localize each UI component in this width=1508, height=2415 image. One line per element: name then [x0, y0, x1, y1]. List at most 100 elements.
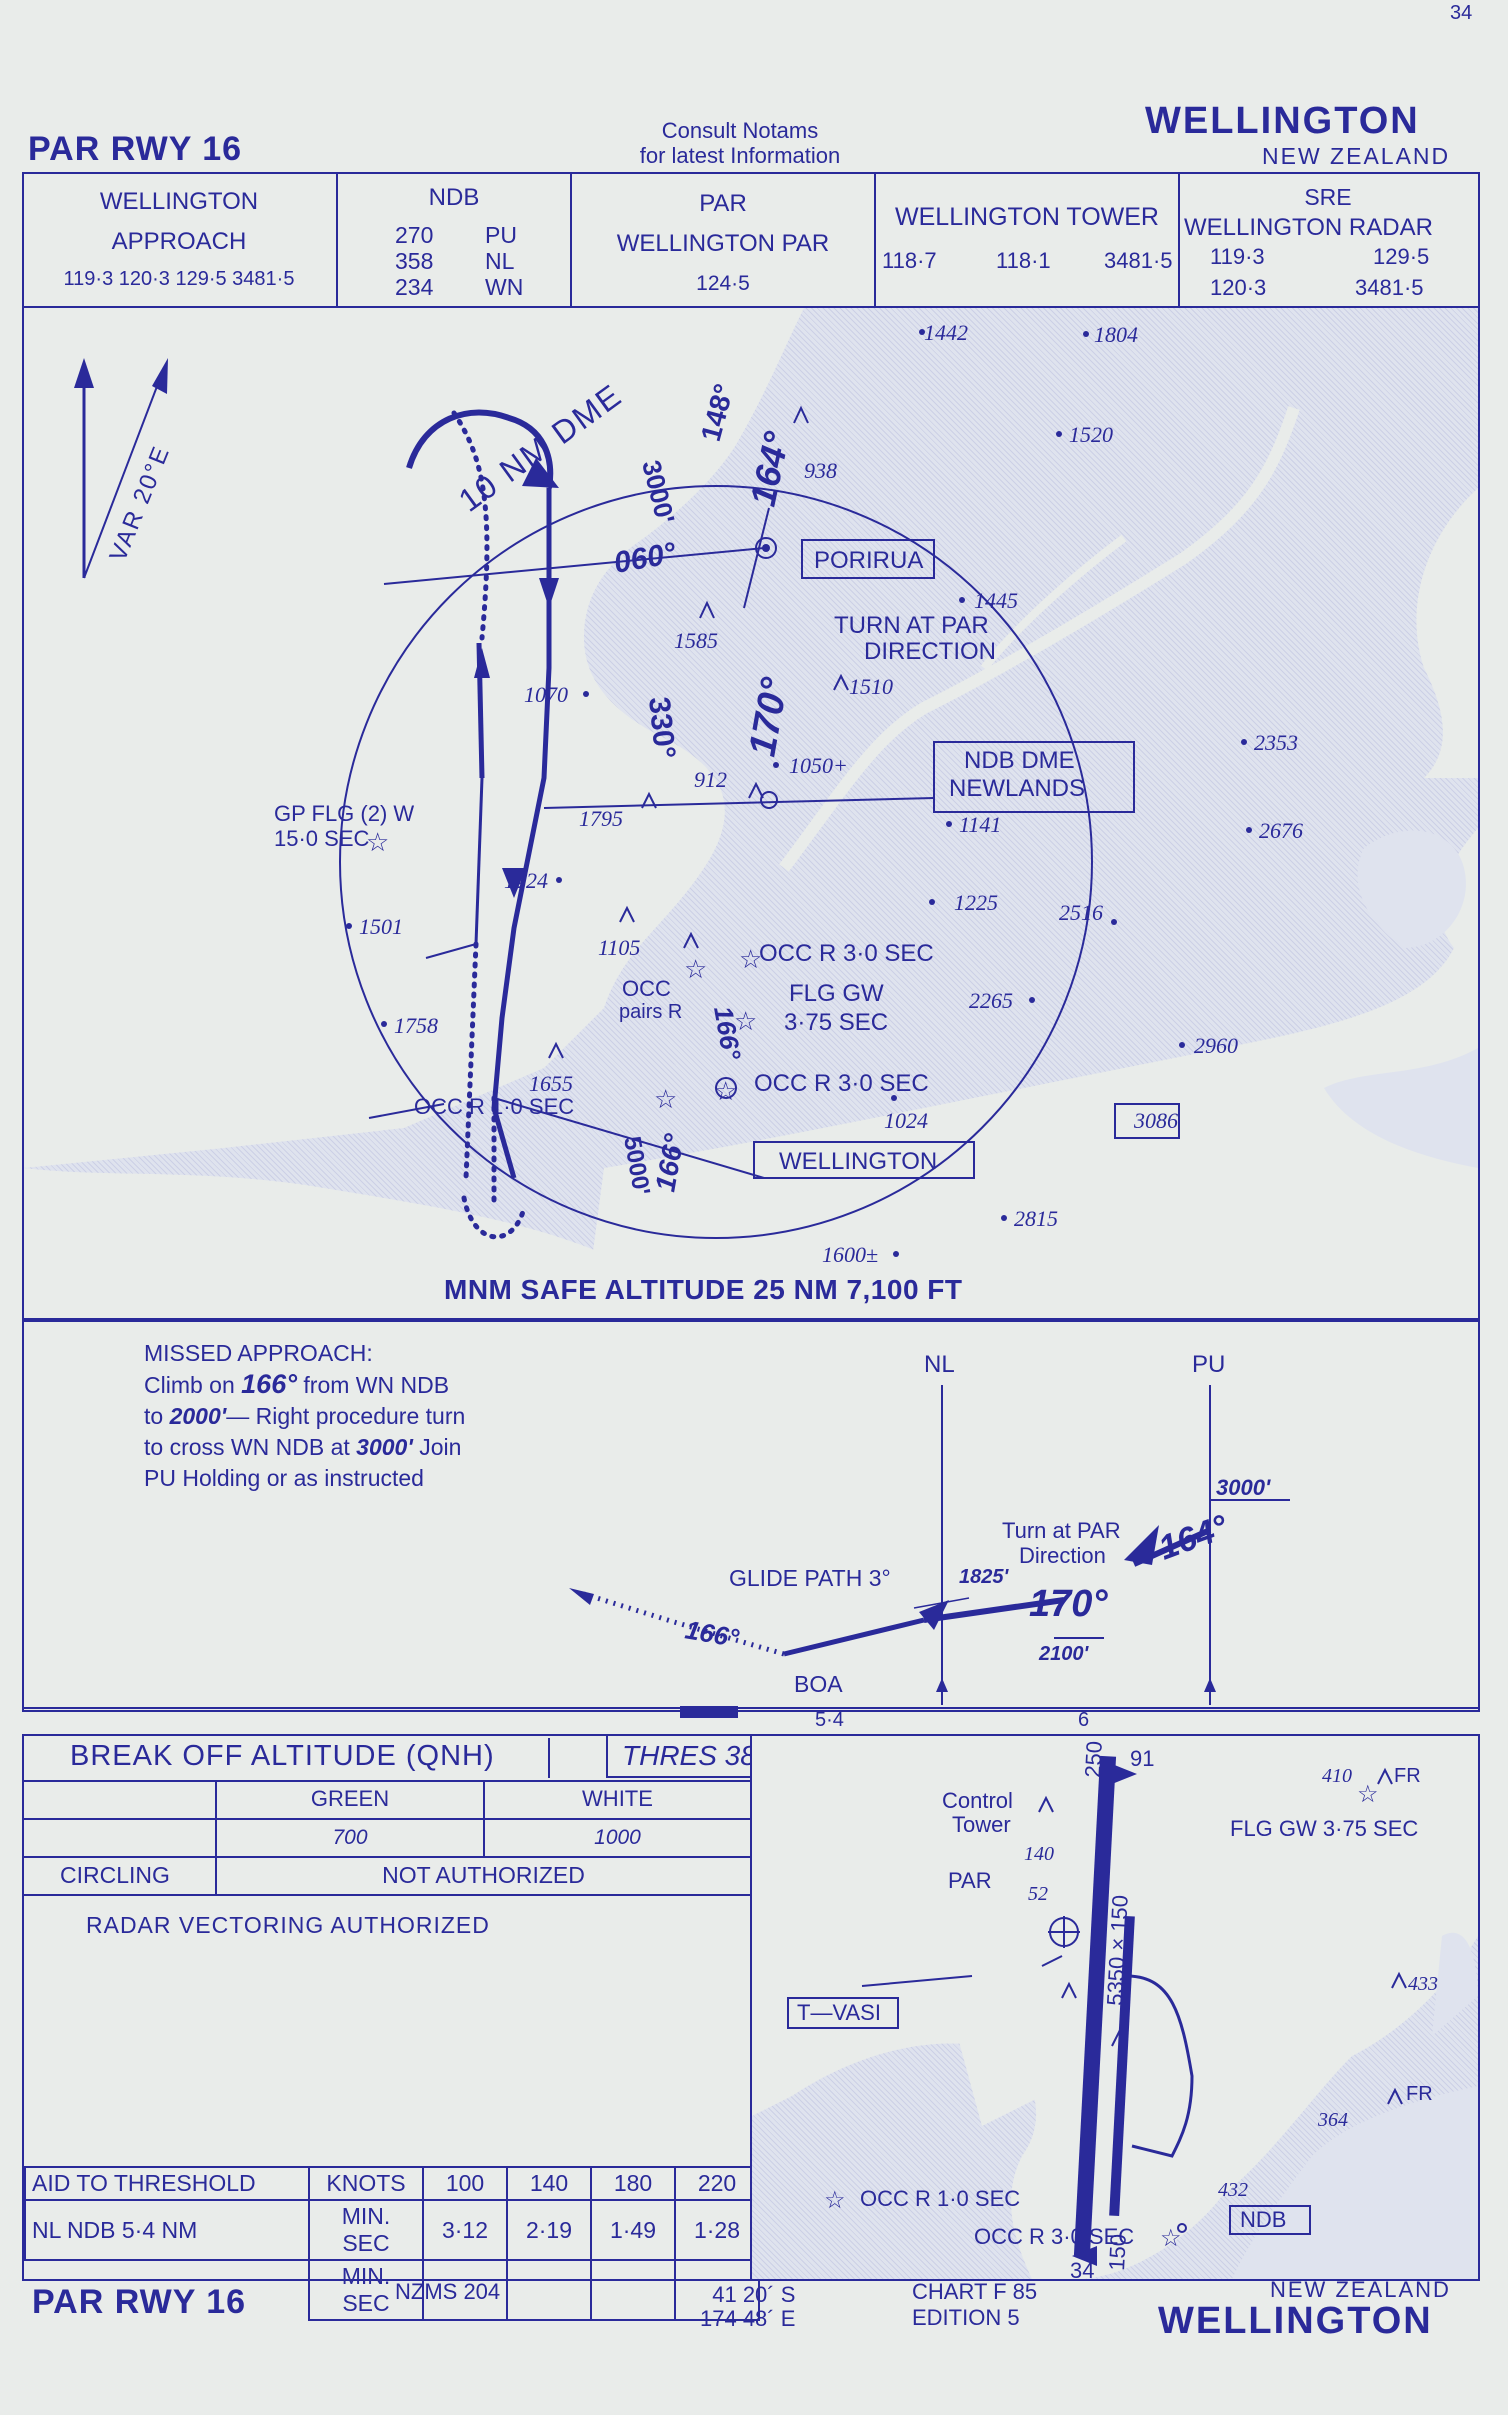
course-164: 164°	[742, 428, 798, 510]
profile-nl: NL	[924, 1351, 955, 1378]
flg-gw-2: 3·75 SEC	[784, 1009, 888, 1036]
water-sw	[24, 1168, 664, 1320]
table-cell	[25, 2259, 310, 2320]
flg-gw-1: FLG GW	[789, 980, 884, 1007]
occ-r3-a: OCC R 3·0 SEC	[759, 940, 934, 967]
approach-name-1: WELLINGTON	[99, 188, 259, 215]
profile-course-166: 166°	[683, 1614, 742, 1653]
table-cell: 1·49	[590, 2199, 676, 2261]
spot-height: 2516	[1059, 900, 1103, 925]
radar-vectoring: RADAR VECTORING AUTHORIZED	[86, 1912, 490, 1938]
table-cell: 3·12	[422, 2199, 508, 2261]
missed-approach-text: MISSED APPROACH: Climb on 166° from WN N…	[144, 1338, 465, 1494]
obst-433: 433	[1408, 1973, 1438, 1995]
gp-flg-line-2: 15·0 SEC	[274, 826, 369, 851]
missed-line: MISSED APPROACH:	[144, 1340, 373, 1366]
table-cell	[506, 2259, 592, 2321]
missed-text: to cross WN NDB at	[144, 1434, 350, 1460]
course-330: 330°	[642, 695, 681, 760]
sre-title: SRE	[1304, 184, 1352, 210]
footer-country: NEW ZEALAND	[1270, 2277, 1451, 2302]
tower-line-1: Control	[942, 1788, 1013, 1813]
footer-chart: CHART F 85 EDITION 5	[912, 2279, 1037, 2331]
approach-freqs: 119·3 120·3 129·5 3481·5	[63, 268, 295, 290]
spot-height: 1141	[959, 812, 1001, 837]
sre-freq-4: 3481·5	[1355, 275, 1424, 300]
spot-height: 1655	[529, 1071, 573, 1096]
coord-lat: 41 20´ S	[712, 2282, 796, 2307]
svg-text:☆: ☆	[654, 1084, 677, 1114]
ndb-freq: 358	[395, 248, 434, 274]
green-header: GREEN	[310, 1786, 390, 1811]
harbour-water	[24, 308, 804, 1168]
notams-line-1: Consult Notams	[661, 118, 819, 143]
ndb-title: NDB	[428, 184, 480, 211]
approach-cell: WELLINGTON APPROACH	[24, 182, 334, 262]
header-country: NEW ZEALAND	[1262, 143, 1451, 169]
missed-text: Join	[419, 1434, 462, 1460]
svg-text:☆: ☆	[824, 2187, 846, 2214]
green-value: 700	[332, 1826, 368, 1849]
spot-height: 1501	[359, 914, 403, 939]
spot-height: 2815	[1014, 1206, 1058, 1231]
spot-height: 1445	[974, 588, 1018, 613]
ndb-ident: WN	[485, 274, 524, 300]
chart-number: CHART F 85	[912, 2279, 1038, 2304]
spot-height: 2353	[1254, 730, 1298, 755]
table-cell: 1·28	[674, 2199, 760, 2261]
footer-nzms: NZMS 204	[395, 2279, 501, 2304]
gp-flg-line-1: GP FLG (2) W	[274, 801, 414, 826]
sre-freq-1: 119·3	[1210, 244, 1265, 269]
spot-height: 1585	[674, 628, 718, 653]
page-title: PAR RWY 16	[28, 130, 243, 168]
sre-freq-3: 120·3	[1210, 275, 1267, 300]
occ-r1-label: OCC R 1·0 SEC	[860, 2186, 1020, 2211]
obst-364: 364	[1317, 2109, 1348, 2131]
obst-410: 410	[1322, 1765, 1352, 1787]
dme-ring	[339, 485, 1093, 1239]
occ-pairs-1: OCC	[622, 976, 671, 1001]
aerodrome-star-icons: ☆☆☆	[824, 1781, 1379, 2252]
spot-heights: 1442 1804 1520 938 1445 1585 1510 1070 9…	[359, 320, 1303, 1267]
mnm-safe-altitude: MNM SAFE ALTITUDE 25 NM 7,100 FT	[444, 1274, 963, 1305]
tower-name: WELLINGTON TOWER	[895, 203, 1159, 231]
profile-course-170: 170°	[1029, 1583, 1108, 1625]
white-value: 1000	[594, 1826, 641, 1849]
svg-text:☆: ☆	[684, 954, 707, 984]
aid-table: AID TO THRESHOLD KNOTS 100 140 180 220 N…	[24, 2166, 760, 2321]
approach-name-2: APPROACH	[111, 228, 247, 255]
turn-par-line-2: DIRECTION	[864, 638, 996, 665]
par-freq: 124·5	[696, 272, 750, 295]
spot-height: 1050+	[789, 753, 848, 778]
spot-height: 1758	[394, 1013, 438, 1038]
occ-r1: OCC R 1·0 SEC	[414, 1094, 574, 1119]
spot-height: 2676	[1259, 818, 1303, 843]
procedure-turn	[406, 409, 554, 489]
table-cell	[590, 2259, 676, 2321]
spot-height: 938	[804, 458, 837, 483]
sre-name: WELLINGTON RADAR	[1184, 214, 1433, 241]
footer-city: WELLINGTON	[1158, 2300, 1433, 2342]
newlands-line-1: NDB DME	[964, 747, 1075, 774]
missed-course: 166°	[241, 1369, 298, 1399]
table-cell: AID TO THRESHOLD	[24, 2166, 310, 2201]
porirua-label: PORIRUA	[814, 547, 923, 574]
profile-diagram: NL PU 3000' Turn at PAR Direction 164° 1…	[24, 1351, 1478, 1709]
table-row: NL NDB 5·4 NM MIN. SEC 3·12 2·19 1·49 1·…	[24, 2199, 760, 2261]
circling-label: CIRCLING	[60, 1862, 170, 1888]
table-cell: 140	[506, 2166, 592, 2201]
spot-height: 1520	[1069, 422, 1113, 447]
spot-height: 1224	[504, 868, 548, 893]
table-cell	[422, 2259, 508, 2321]
ndb-ident: NL	[485, 248, 515, 274]
missed-text: to	[144, 1403, 164, 1429]
missed-alt: 2000'	[169, 1403, 227, 1429]
circling-value: NOT AUTHORIZED	[382, 1862, 585, 1888]
tower-elev: 140	[1024, 1843, 1054, 1865]
table-cell: 100	[422, 2166, 508, 2201]
occ-star-icons: ☆☆☆ ☆☆☆	[366, 827, 762, 1114]
spot-height: 3086	[1133, 1108, 1178, 1133]
water-east	[1416, 488, 1478, 778]
svg-text:☆: ☆	[1160, 2225, 1182, 2252]
missed-line: PU Holding or as instructed	[144, 1465, 424, 1491]
